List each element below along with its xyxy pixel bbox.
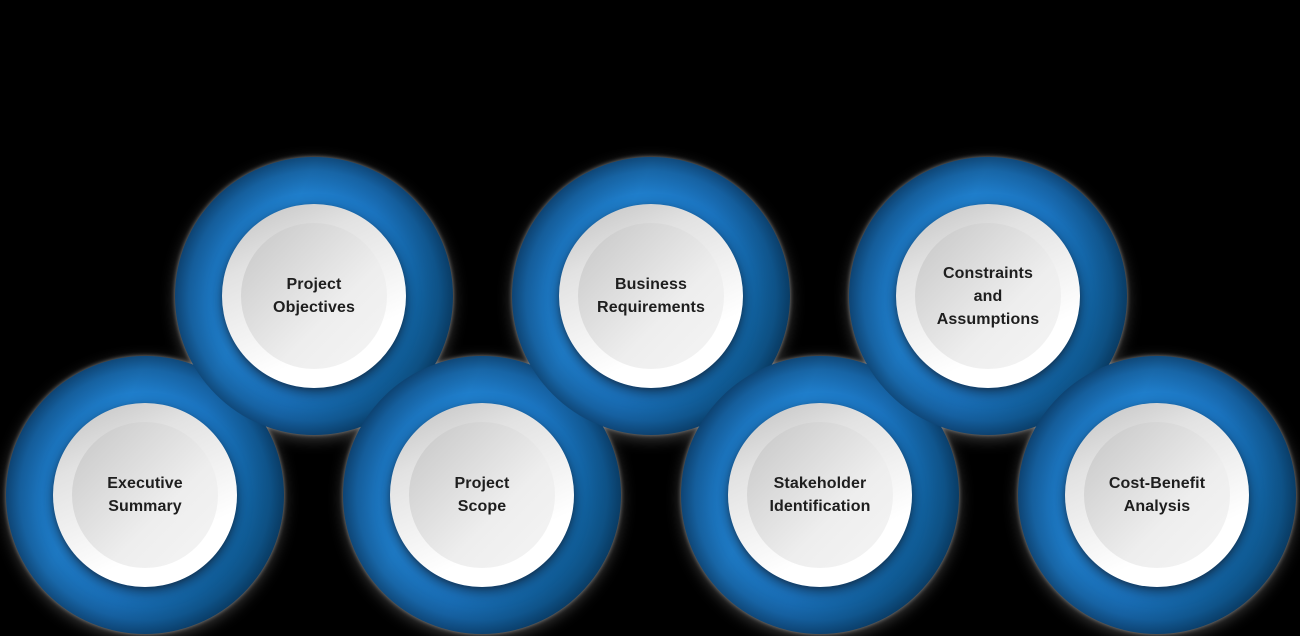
node-face: Cost-Benefit Analysis (1084, 422, 1230, 568)
node-label: Project Scope (454, 475, 510, 515)
node-bevel-ring: Constraints and Assumptions (896, 204, 1080, 388)
node-executive-summary: Executive Summary (53, 403, 237, 587)
node-bevel-ring: Stakeholder Identification (728, 403, 912, 587)
node-face: Executive Summary (72, 422, 218, 568)
node-face: Business Requirements (578, 223, 724, 369)
node-face: Project Objectives (241, 223, 387, 369)
node-bevel-ring: Executive Summary (53, 403, 237, 587)
node-label: Executive Summary (107, 475, 183, 515)
node-face: Project Scope (409, 422, 555, 568)
node-face: Stakeholder Identification (747, 422, 893, 568)
node-face: Constraints and Assumptions (915, 223, 1061, 369)
node-bevel-ring: Project Scope (390, 403, 574, 587)
node-stakeholder-identification: Stakeholder Identification (728, 403, 912, 587)
node-bevel-ring: Cost-Benefit Analysis (1065, 403, 1249, 587)
node-project-scope: Project Scope (390, 403, 574, 587)
node-constraints-and-assumptions: Constraints and Assumptions (896, 204, 1080, 388)
node-business-requirements: Business Requirements (559, 204, 743, 388)
node-cost-benefit-analysis: Cost-Benefit Analysis (1065, 403, 1249, 587)
node-bevel-ring: Project Objectives (222, 204, 406, 388)
node-label: Stakeholder Identification (769, 475, 871, 515)
node-label: Constraints and Assumptions (936, 264, 1040, 328)
node-bevel-ring: Business Requirements (559, 204, 743, 388)
node-label: Business Requirements (597, 276, 705, 316)
node-label: Cost-Benefit Analysis (1108, 475, 1206, 515)
node-project-objectives: Project Objectives (222, 204, 406, 388)
node-label: Project Objectives (273, 276, 355, 316)
